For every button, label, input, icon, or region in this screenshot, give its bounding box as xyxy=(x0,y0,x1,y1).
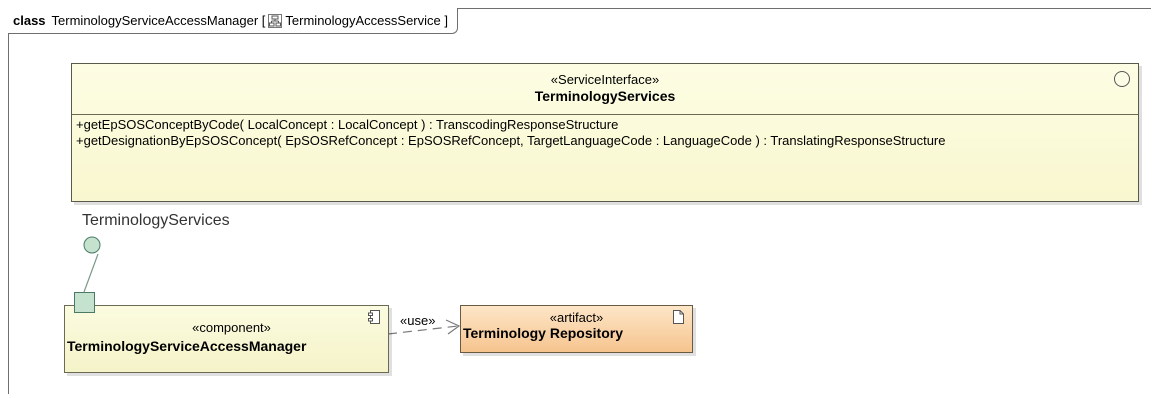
frame-header: class TerminologyServiceAccessManager [ … xyxy=(8,8,458,34)
frame-context: TerminologyAccessService ] xyxy=(285,13,448,28)
frame-keyword: class xyxy=(13,13,46,28)
component-stereotype: «component» xyxy=(192,320,271,335)
dependency-arrowhead xyxy=(445,319,461,335)
service-interface-box[interactable]: «ServiceInterface» TerminologyServices +… xyxy=(71,63,1139,202)
frame-title: TerminologyServiceAccessManager [ xyxy=(51,13,266,28)
component-name: TerminologyServiceAccessManager xyxy=(67,338,307,354)
operations-compartment: +getEpSOSConceptByCode( LocalConcept : L… xyxy=(72,115,1138,149)
interface-stereotype: «ServiceInterface» xyxy=(550,72,660,87)
artifact-name: Terminology Repository xyxy=(463,325,623,341)
operation[interactable]: +getDesignationByEpSOSConcept( EpSOSRefC… xyxy=(76,133,946,148)
artifact-stereotype: «artifact» xyxy=(549,310,604,325)
component-icon xyxy=(368,310,380,324)
component-box[interactable]: «component» TerminologyServiceAccessMana… xyxy=(64,305,389,373)
dependency-line xyxy=(387,325,459,335)
artifact-box[interactable]: «artifact» Terminology Repository xyxy=(460,305,693,353)
lollipop-stem xyxy=(83,253,99,293)
class-diagram-icon xyxy=(268,13,283,28)
document-icon xyxy=(673,310,684,324)
interface-circle-icon xyxy=(1114,71,1130,87)
provided-interface-label: TerminologyServices xyxy=(82,212,230,229)
dependency-label: «use» xyxy=(400,313,436,328)
diagram-frame xyxy=(8,8,1151,394)
interface-name: TerminologyServices xyxy=(534,88,676,104)
operation[interactable]: +getEpSOSConceptByCode( LocalConcept : L… xyxy=(76,117,619,132)
component-port[interactable] xyxy=(74,292,95,313)
lollipop-circle xyxy=(83,236,101,254)
interface-header: «ServiceInterface» TerminologyServices xyxy=(72,64,1138,115)
